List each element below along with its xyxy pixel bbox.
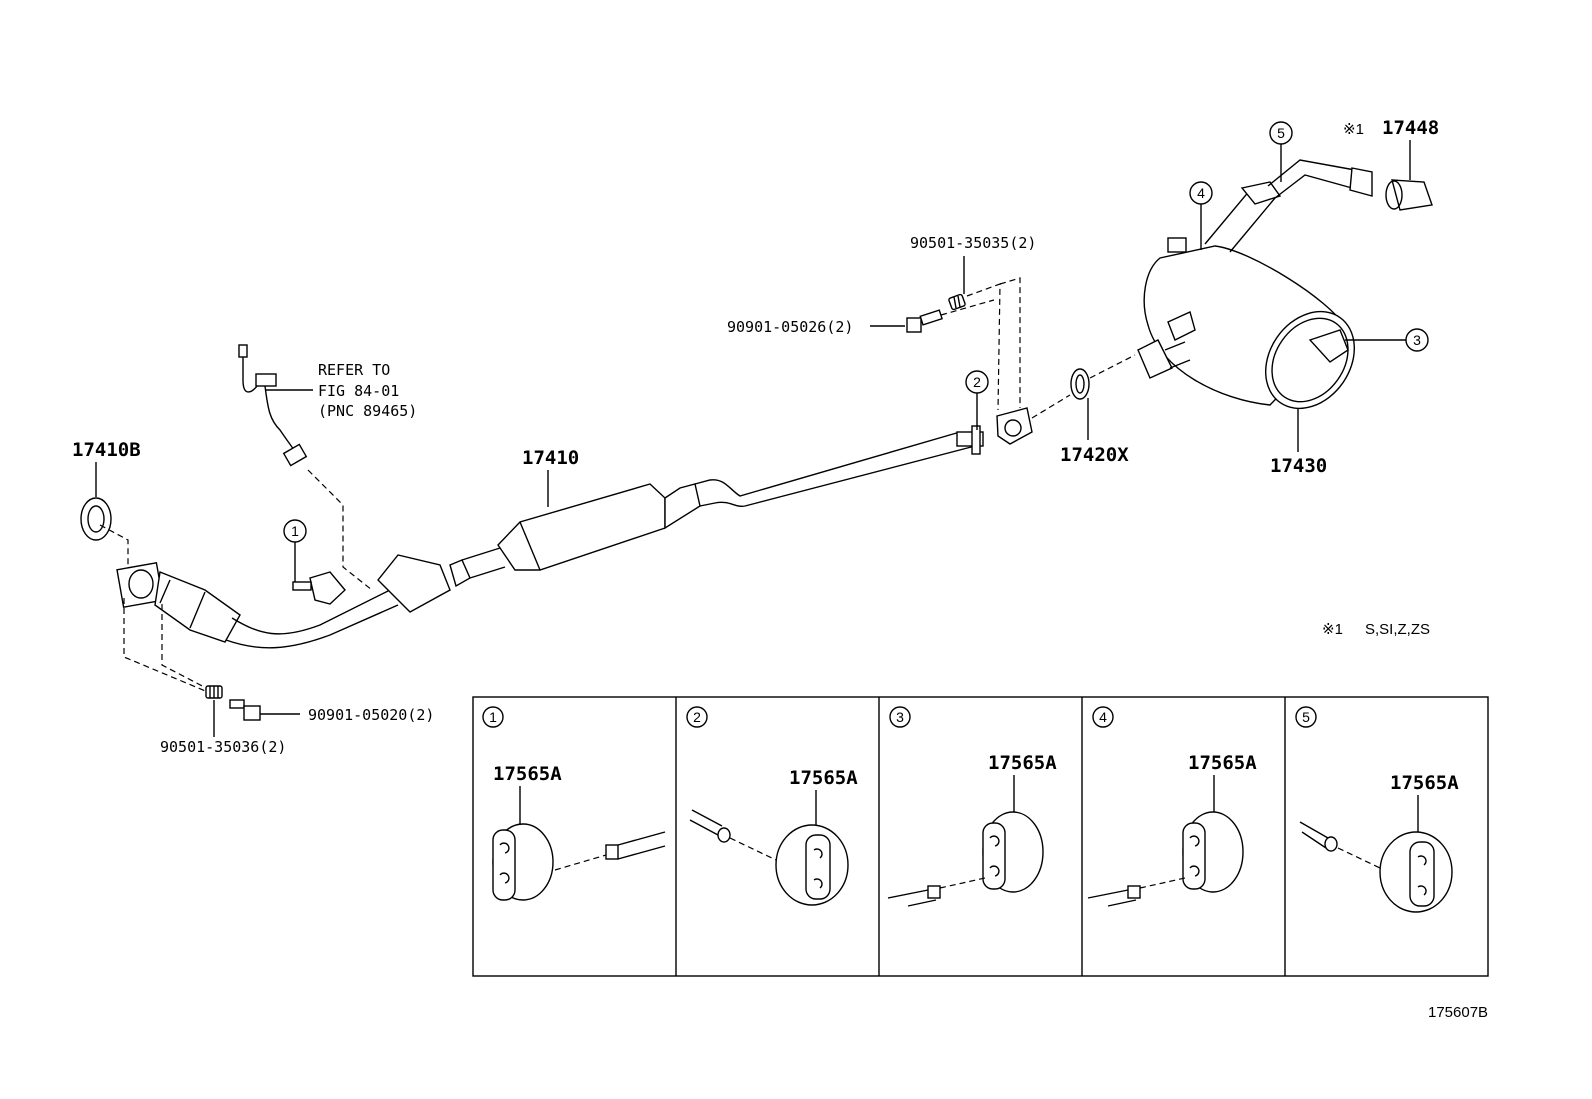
detail-panels xyxy=(472,696,1489,977)
hanger-icon xyxy=(1182,811,1244,893)
svg-text:4: 4 xyxy=(1099,709,1107,725)
panel-1-part: 17565A xyxy=(493,763,562,785)
callout-1: 1 xyxy=(283,519,307,543)
oxygen-sensor xyxy=(238,344,308,467)
callout-3: 3 xyxy=(1405,328,1429,352)
callout-5: 5 xyxy=(1269,121,1293,145)
svg-text:5: 5 xyxy=(1302,709,1310,725)
callout-2: 2 xyxy=(965,370,989,394)
mark-1: ※1 xyxy=(1343,121,1364,138)
tail-tip-17448 xyxy=(1385,179,1433,211)
hanger-icon xyxy=(982,811,1044,893)
svg-text:1: 1 xyxy=(291,523,299,539)
svg-text:3: 3 xyxy=(1413,332,1421,348)
detail-panel-2: 2 17565A xyxy=(686,706,858,906)
callout-4: 4 xyxy=(1189,181,1213,205)
svg-text:2: 2 xyxy=(693,709,701,725)
hanger-icon xyxy=(1379,831,1453,913)
part-label-17448: 17448 xyxy=(1382,117,1439,139)
hanger-icon xyxy=(492,823,554,901)
svg-text:5: 5 xyxy=(1277,125,1285,141)
center-pipe-17410 xyxy=(377,407,1033,613)
part-label-17410B: 17410B xyxy=(72,439,141,461)
part-label-17410: 17410 xyxy=(522,447,579,469)
panel-5-part: 17565A xyxy=(1390,772,1459,794)
hanger-icon xyxy=(775,824,849,906)
detail-panel-3: 3 17565A xyxy=(887,706,1057,907)
front-pipe-catalyst xyxy=(116,562,399,649)
label-front-bolt: 90901-05020(2) xyxy=(308,706,434,724)
panel-2-part: 17565A xyxy=(789,767,858,789)
rear-bolt xyxy=(906,309,943,333)
footnote-text: S,SI,Z,ZS xyxy=(1365,621,1430,638)
footnote-mark: ※1 xyxy=(1322,621,1343,638)
label-front-spring: 90501-35036(2) xyxy=(160,738,286,756)
part-label-17420X: 17420X xyxy=(1060,444,1129,466)
rear-spring xyxy=(948,293,966,311)
gasket-17420X xyxy=(1070,368,1090,400)
front-spring xyxy=(205,685,223,699)
refer-line-3: (PNC 89465) xyxy=(318,402,417,420)
panel-4-part: 17565A xyxy=(1188,752,1257,774)
front-bolt xyxy=(229,699,261,721)
label-rear-spring: 90501-35035(2) xyxy=(910,234,1036,252)
detail-panel-5: 5 17565A xyxy=(1295,706,1459,913)
panel-3-part: 17565A xyxy=(988,752,1057,774)
svg-text:1: 1 xyxy=(489,709,497,725)
muffler-17430 xyxy=(1137,159,1373,410)
detail-panel-4: 4 17565A xyxy=(1087,706,1257,907)
refer-line-2: FIG 84-01 xyxy=(318,382,399,400)
part-label-17430: 17430 xyxy=(1270,455,1327,477)
svg-text:4: 4 xyxy=(1197,185,1205,201)
refer-line-1: REFER TO xyxy=(318,361,390,379)
detail-panel-1: 1 17565A xyxy=(482,706,666,901)
label-rear-bolt: 90901-05026(2) xyxy=(727,318,853,336)
figure-id: 175607B xyxy=(1428,1004,1488,1021)
svg-text:2: 2 xyxy=(973,374,981,390)
gasket-17410B xyxy=(80,497,112,541)
svg-text:3: 3 xyxy=(896,709,904,725)
